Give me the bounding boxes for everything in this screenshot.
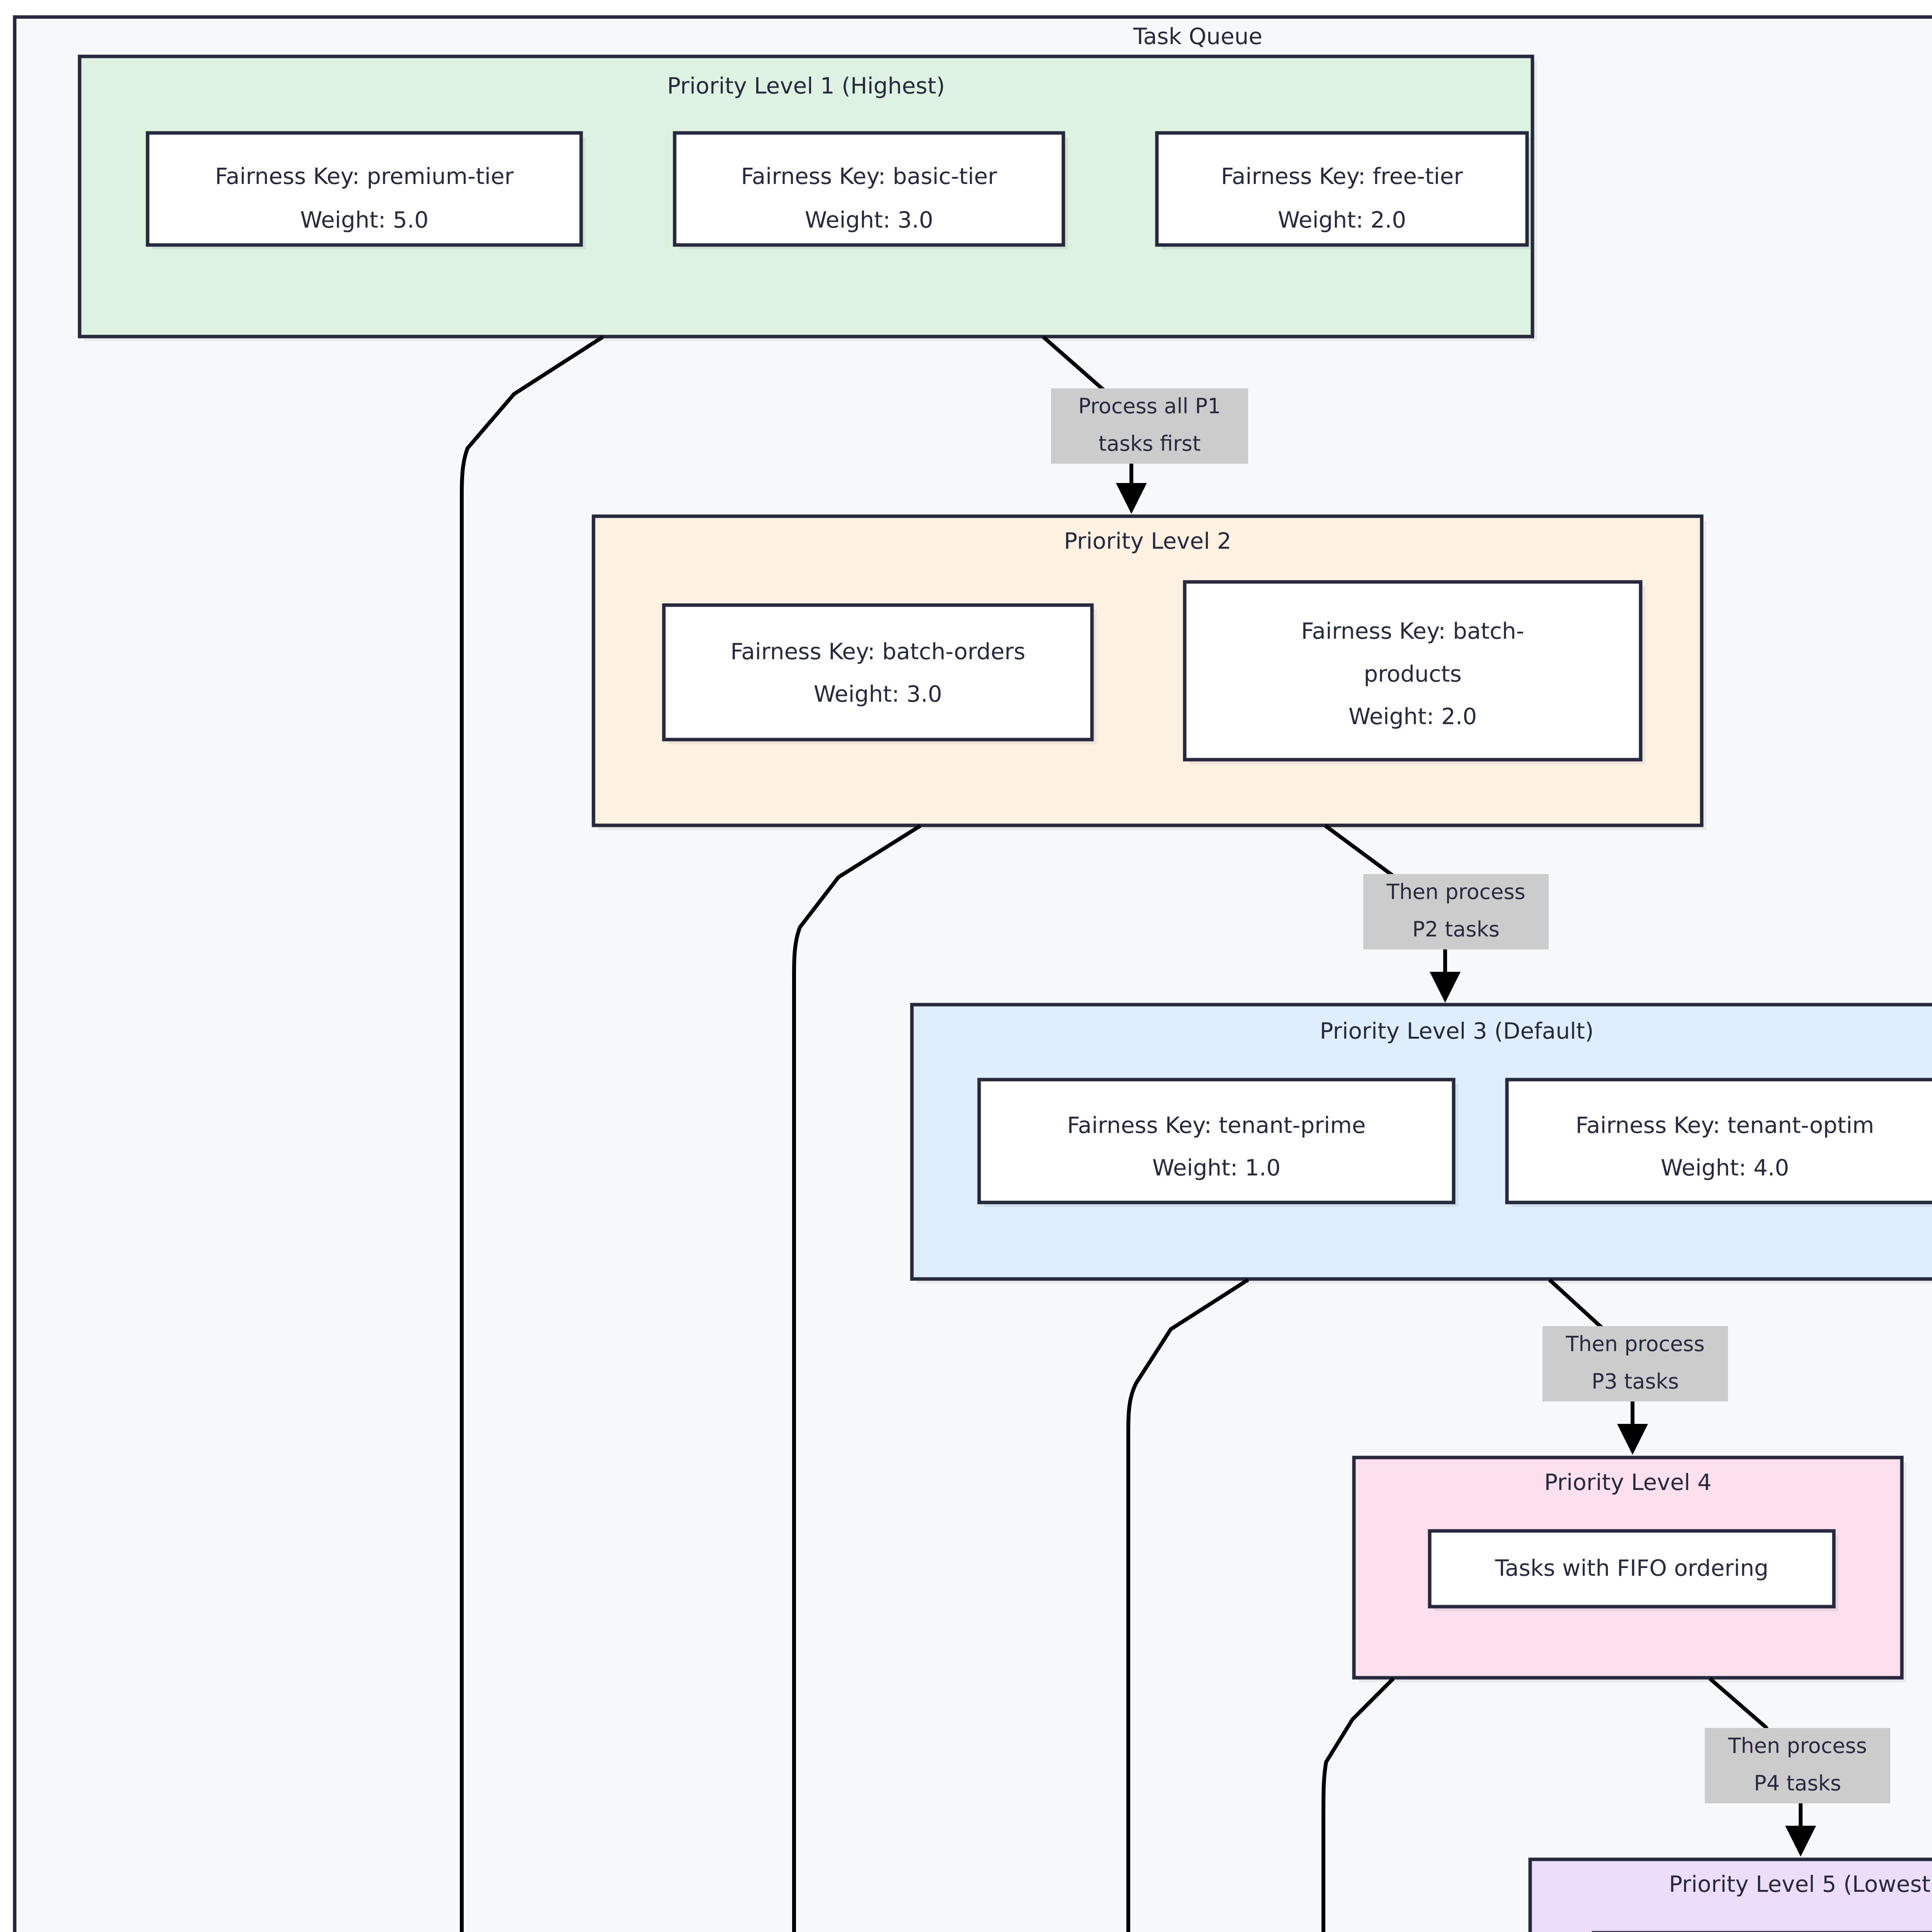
node-fairness-basic-tier[interactable] <box>673 131 1065 247</box>
edge-label-3-line2: P3 tasks <box>1592 1369 1679 1394</box>
cluster-p3-title: Priority Level 3 (Default) <box>1320 1018 1594 1044</box>
arrowhead-p4-p5 <box>1785 1826 1816 1857</box>
node-p3b-line1: Fairness Key: tenant-optim <box>1576 1112 1874 1138</box>
node-fairness-tenant-optim[interactable] <box>1505 1078 1932 1204</box>
edge-label-1-line2: tasks first <box>1099 432 1201 456</box>
edge-p2-to-workers <box>792 824 922 1932</box>
cluster-priority-level-5 <box>1528 1857 1932 1932</box>
node-p2b-line3: Weight: 2.0 <box>1349 703 1477 730</box>
cluster-p5-title: Priority Level 5 (Lowest) <box>1669 1871 1932 1897</box>
node-p3a-line1: Fairness Key: tenant-prime <box>1067 1112 1366 1138</box>
node-p4-fifo-tasks[interactable] <box>1428 1529 1836 1609</box>
node-fairness-free-tier[interactable] <box>1155 131 1529 247</box>
node-p2b-line2: products <box>1364 661 1461 687</box>
node-p1a-line2: Weight: 5.0 <box>300 207 429 233</box>
edge-label-bg-4 <box>1705 1728 1890 1803</box>
node-p1a-line1: Fairness Key: premium-tier <box>215 163 514 189</box>
cluster-p2-title: Priority Level 2 <box>1064 528 1231 554</box>
node-fairness-tenant-prime[interactable] <box>977 1078 1456 1204</box>
edge-p1-to-workers <box>460 335 604 1932</box>
node-p3a-line2: Weight: 1.0 <box>1152 1155 1281 1181</box>
edge-label-3-line1: Then process <box>1565 1332 1704 1356</box>
node-p4a-line1: Tasks with FIFO ordering <box>1495 1555 1769 1581</box>
edge-label-bg-1 <box>1051 388 1248 464</box>
cluster-p1-title: Priority Level 1 (Highest) <box>667 73 945 99</box>
node-fairness-batch-orders[interactable] <box>662 603 1094 742</box>
edge-p4-to-workers <box>1321 1677 1395 1932</box>
edge-label-2-line2: P2 tasks <box>1412 917 1500 942</box>
edge-label-4-line1: Then process <box>1728 1734 1867 1758</box>
node-p1b-line2: Weight: 3.0 <box>805 207 933 233</box>
edge-label-bg-2 <box>1363 874 1549 949</box>
task-queue-title: Task Queue <box>1133 23 1262 49</box>
node-p2a-line2: Weight: 3.0 <box>814 681 942 707</box>
arrowhead-p2-p3 <box>1430 972 1461 1003</box>
node-fairness-batch-products[interactable] <box>1183 580 1643 762</box>
node-p1b-line1: Fairness Key: basic-tier <box>741 163 997 189</box>
node-fairness-premium-tier[interactable] <box>146 131 583 247</box>
node-p2b-line1: Fairness Key: batch- <box>1301 618 1524 644</box>
node-p3b-line2: Weight: 4.0 <box>1661 1155 1789 1181</box>
node-p2a-line1: Fairness Key: batch-orders <box>730 638 1025 665</box>
arrowhead-p1-p2 <box>1116 483 1147 514</box>
node-p1c-line2: Weight: 2.0 <box>1278 207 1406 233</box>
edge-label-bg-3 <box>1543 1326 1728 1401</box>
edge-label-4-line2: P4 tasks <box>1754 1771 1841 1796</box>
edge-p3-to-workers <box>1126 1278 1249 1932</box>
edge-label-1-line1: Process all P1 <box>1078 394 1221 418</box>
arrowhead-p3-p4 <box>1617 1424 1648 1455</box>
edge-label-2-line1: Then process <box>1386 880 1525 904</box>
cluster-p4-title: Priority Level 4 <box>1544 1469 1711 1495</box>
node-p1c-line1: Fairness Key: free-tier <box>1221 163 1463 189</box>
